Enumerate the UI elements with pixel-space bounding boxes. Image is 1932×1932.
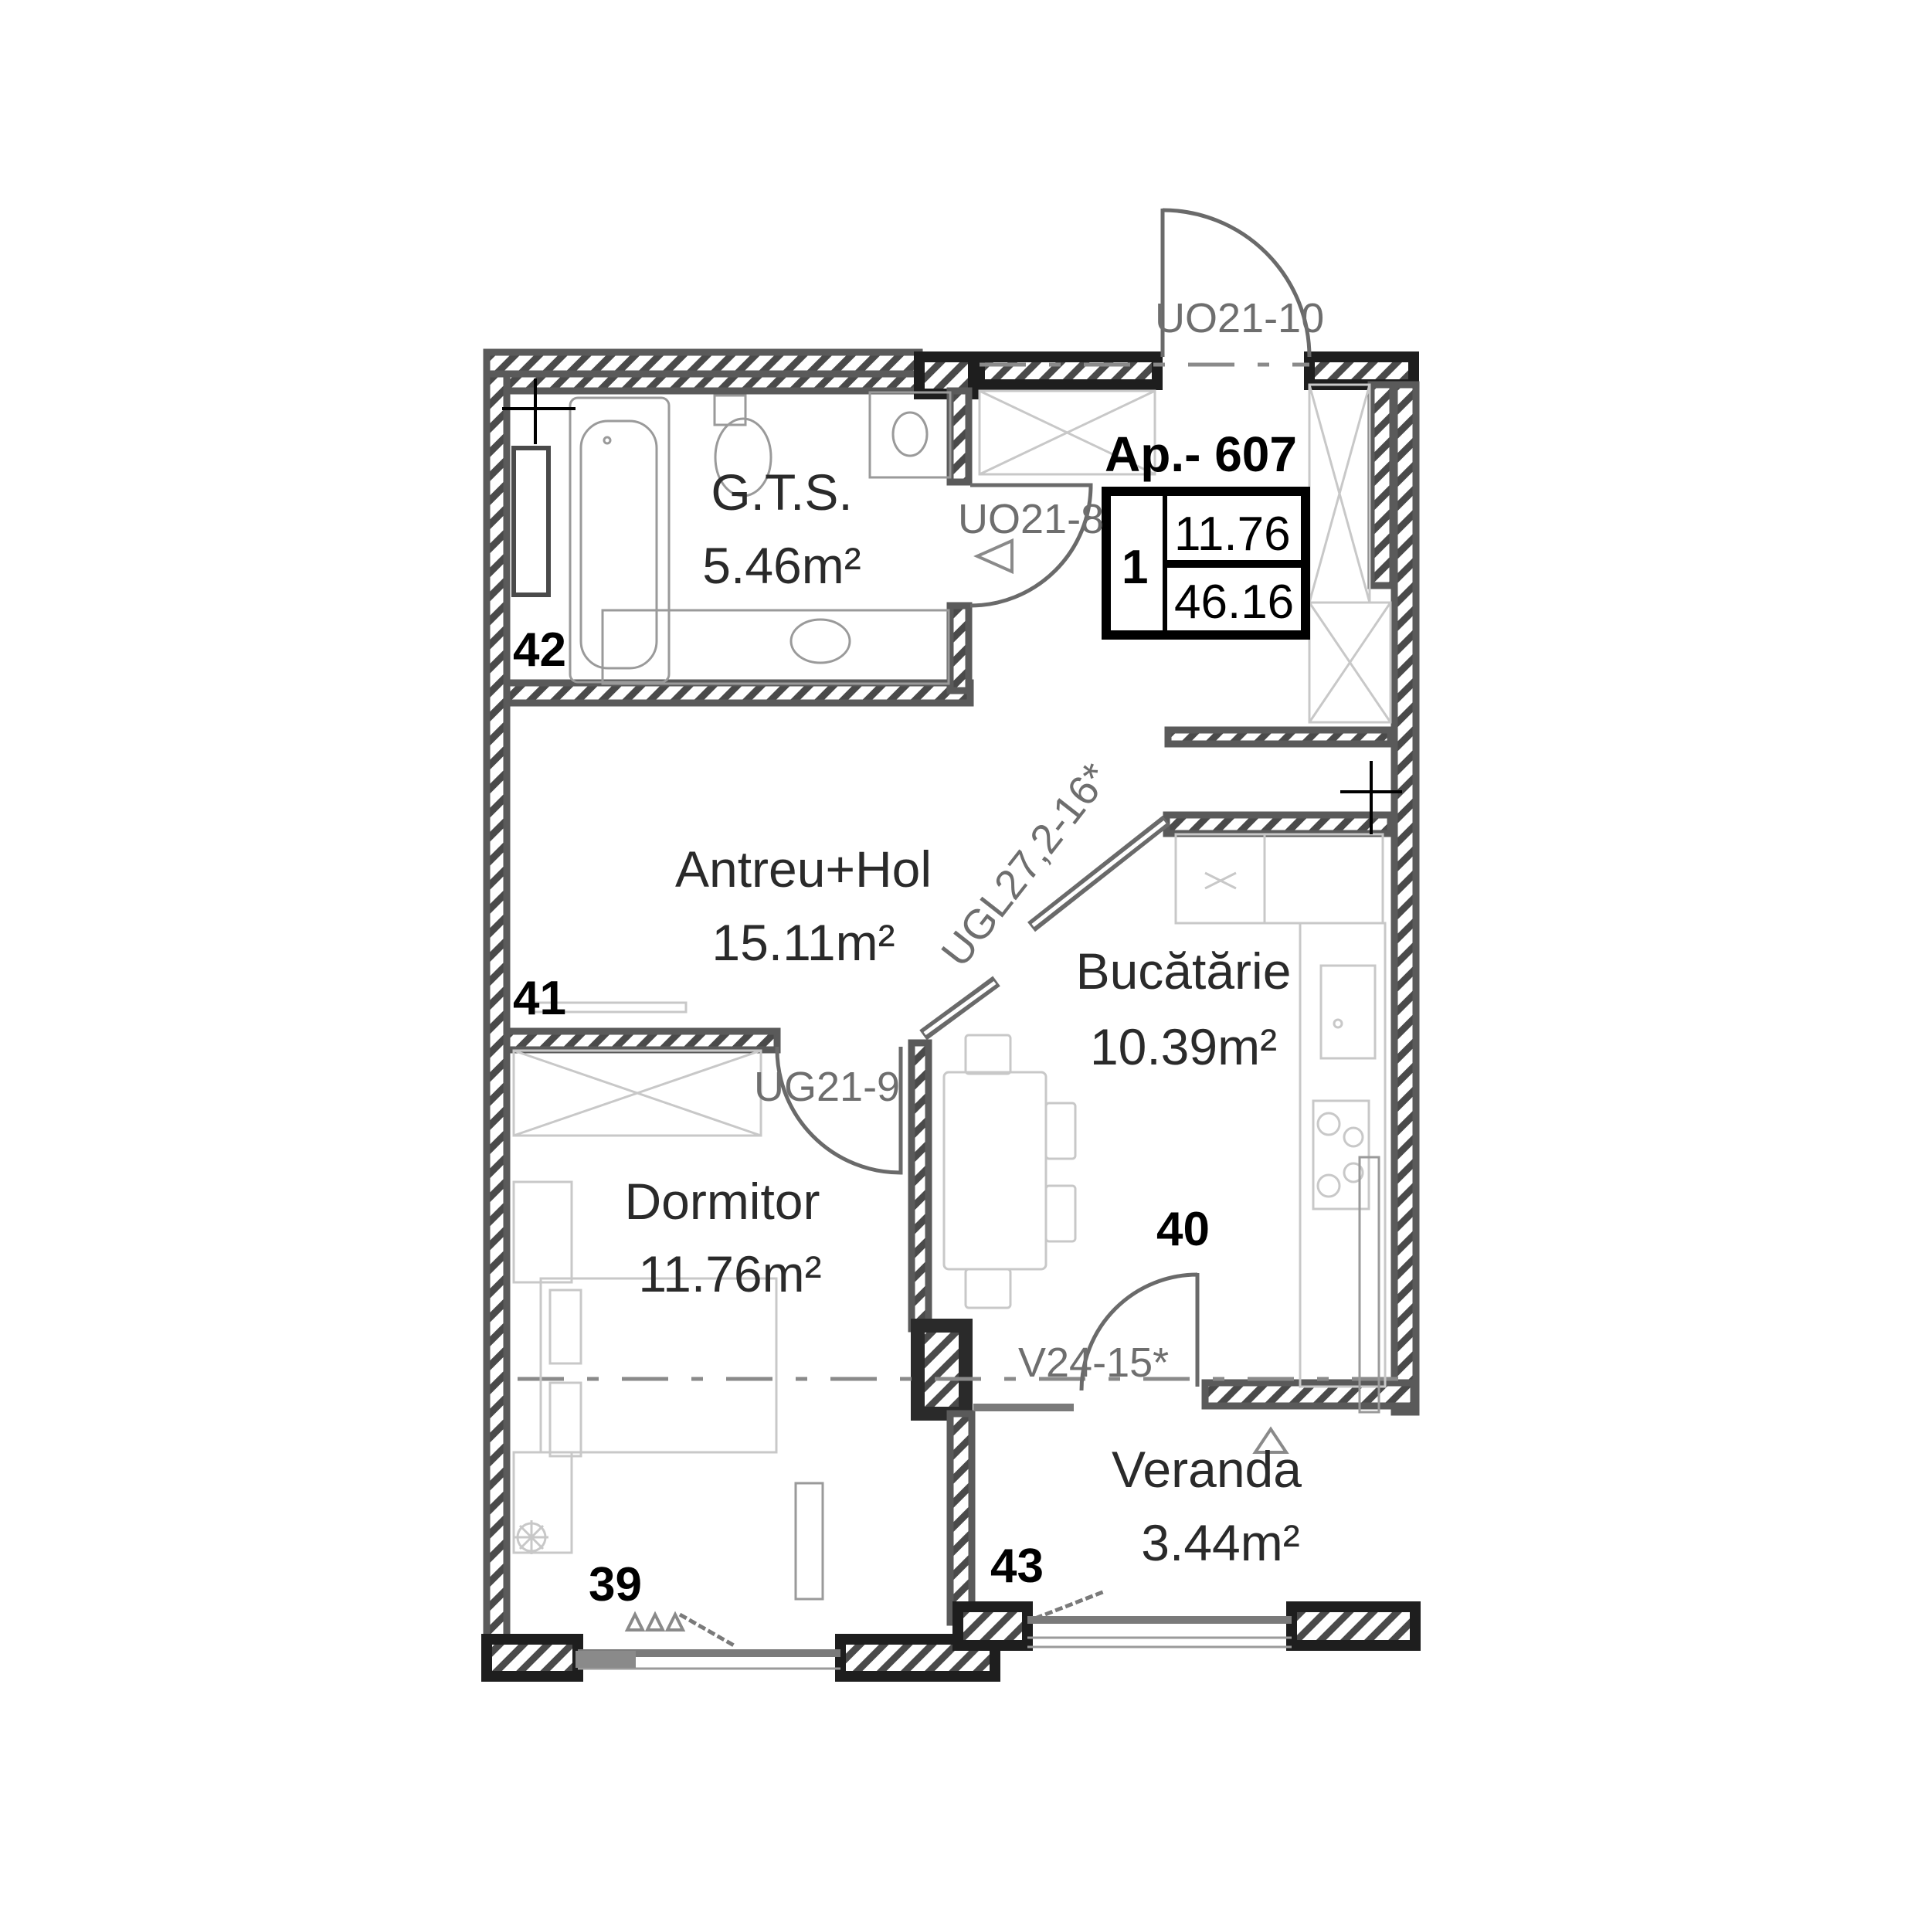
- rooms-count: 1: [1122, 541, 1148, 594]
- fridge: [1174, 833, 1266, 925]
- entrance-storage: [978, 389, 1156, 476]
- room-name: Dormitor: [624, 1173, 820, 1230]
- column: [911, 1319, 973, 1421]
- chair: [964, 1268, 1012, 1309]
- valve-icon: [1252, 1426, 1289, 1454]
- total-area: 46.16: [1174, 576, 1294, 629]
- windows: [576, 1589, 1292, 1670]
- kitchen-counter: [1299, 922, 1387, 1388]
- chair: [964, 1034, 1012, 1075]
- kitchen-cabinet: [1263, 833, 1384, 925]
- room-name: Antreu+Hol: [675, 840, 932, 898]
- doors: [775, 208, 1312, 1411]
- room-bucatarie: Bucătărie 10.39m² 40: [1076, 942, 1292, 1256]
- wall-shaft: [1163, 811, 1394, 837]
- nightstand: [512, 1180, 573, 1284]
- toilet-tank: [713, 394, 747, 426]
- bedroom-wardrobe: [512, 1049, 762, 1137]
- cooktop: [1312, 1099, 1370, 1210]
- entrance-door-swing: [1162, 208, 1312, 358]
- room-gts: G.T.S. 5.46m² 42: [513, 463, 861, 677]
- room-area: 5.46m²: [702, 537, 861, 594]
- room-area: 11.76m²: [638, 1245, 821, 1302]
- room-name: Veranda: [1112, 1441, 1302, 1498]
- apartment-info: Ap.- 607 1 11.76 46.16: [1102, 426, 1310, 640]
- bathroom-counter: [601, 609, 950, 685]
- wall-top-right: [1304, 351, 1419, 390]
- shaft-box: [1164, 726, 1394, 748]
- crosshair-icon: [502, 379, 1402, 834]
- valve-icon: [973, 538, 1014, 575]
- room-area: 15.11m²: [711, 914, 895, 971]
- wall-hall-bedroom: [503, 1027, 781, 1054]
- room-dormitor: Dormitor 11.76m² 39: [589, 1173, 822, 1611]
- toilet-bowl: [714, 417, 772, 497]
- wall-right: [1390, 381, 1420, 1416]
- plant-icon: [514, 1520, 548, 1554]
- room-veranda: Veranda 3.44m² 43: [990, 1441, 1302, 1593]
- wall-bath-right-lower: [946, 602, 973, 694]
- bed: [539, 1277, 778, 1454]
- radiator: [794, 1482, 824, 1601]
- room-number: 39: [589, 1558, 642, 1611]
- tag-balcony-door: V24-15*: [1018, 1339, 1169, 1386]
- room-area: 3.44m²: [1141, 1514, 1299, 1571]
- kitchen-sink: [1319, 964, 1377, 1060]
- bathroom-sink: [789, 618, 851, 664]
- tag-bedroom-door: UG21-9: [754, 1064, 900, 1110]
- wall-bath-bottom: [503, 679, 974, 707]
- tag-entrance-door: UO21-10: [1155, 295, 1324, 341]
- radiator-triangles-icon: [624, 1611, 686, 1632]
- room-name: Bucătărie: [1076, 942, 1292, 1000]
- room-number: 41: [513, 972, 566, 1025]
- wall-left: [483, 370, 511, 1660]
- wall-bottom-veranda-left: [952, 1601, 1033, 1651]
- chair: [1044, 1184, 1077, 1243]
- wall-veranda-left: [946, 1410, 976, 1626]
- balcony-door-swing: [1079, 1272, 1200, 1391]
- window-bedroom-sash: [576, 1651, 636, 1668]
- furniture: [502, 379, 1402, 1632]
- hall-shelf: [530, 1001, 688, 1014]
- wall-bottom-mid: [835, 1634, 1000, 1682]
- pillow: [548, 1381, 582, 1458]
- wall-bottom-veranda-right: [1286, 1601, 1421, 1651]
- room-number: 40: [1156, 1203, 1210, 1256]
- bathtub: [569, 396, 671, 684]
- wall-top-left-inner: [498, 370, 923, 395]
- living-area: 11.76: [1174, 508, 1291, 561]
- room-number: 43: [990, 1540, 1044, 1593]
- wall-bottom-left: [481, 1634, 583, 1682]
- room-antreu-hol: Antreu+Hol 15.11m² 41: [513, 840, 932, 1025]
- room-area: 10.39m²: [1090, 1018, 1277, 1075]
- bedroom-door-swing: [775, 1046, 903, 1175]
- room-name: G.T.S.: [711, 463, 852, 521]
- nightstand: [512, 1451, 573, 1554]
- washing-machine: [868, 391, 952, 479]
- room-number: 42: [513, 623, 566, 677]
- wall-bedroom-kitchen: [908, 1039, 932, 1333]
- chair: [1044, 1102, 1077, 1160]
- wall-bath-right-upper: [946, 387, 973, 486]
- wall-top-mid: [974, 351, 1163, 390]
- apartment-title: Ap.- 607: [1105, 426, 1297, 482]
- wall-right-outer: [1367, 381, 1397, 589]
- dining-table: [942, 1071, 1047, 1271]
- bathroom-door-swing: [969, 483, 1093, 608]
- bath-shaft: [511, 446, 551, 597]
- pillow: [548, 1289, 582, 1365]
- tag-bathroom-door: UO21-8: [958, 496, 1104, 542]
